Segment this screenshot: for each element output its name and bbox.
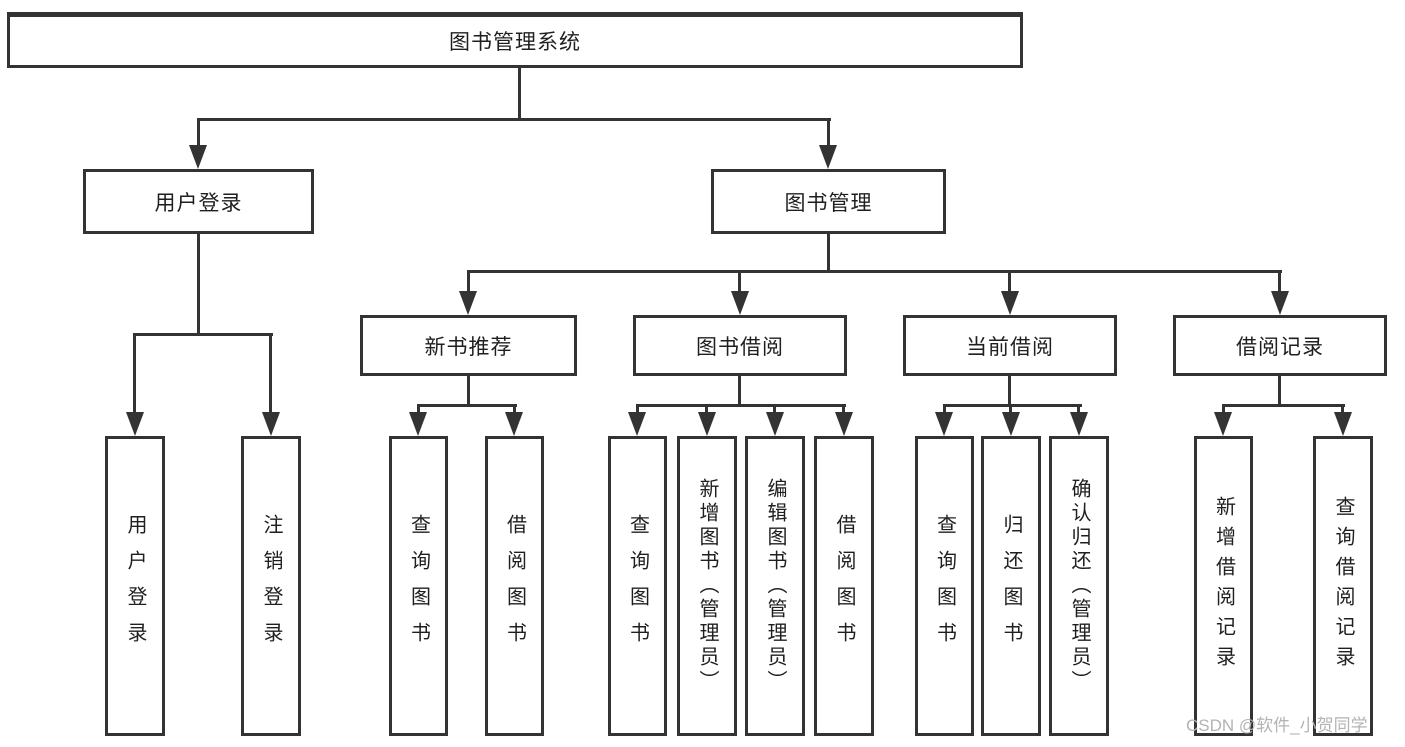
node-book-management-label: 图书管理	[784, 191, 873, 215]
connector-arrow-shaft	[943, 404, 946, 414]
connector-arrow-shaft	[705, 404, 708, 414]
connector-arrow-shaft	[842, 404, 845, 414]
arrow-down-icon	[835, 412, 853, 436]
leaf-borrow-edit-admin: 编辑图书（管理员）	[745, 436, 805, 736]
connector-arrow-shaft	[738, 270, 741, 292]
node-book-borrow-label: 图书借阅	[696, 335, 784, 359]
connector-arrow-shaft	[636, 404, 639, 414]
connector-root-stem	[518, 68, 521, 120]
connector-arrow-shaft	[1278, 270, 1281, 292]
arrow-down-icon	[935, 412, 953, 436]
arrow-down-icon	[1001, 291, 1019, 315]
leaf-borrow-edit-admin-label: 编辑图书（管理员）	[764, 478, 786, 694]
connector-arrow-shaft	[827, 118, 830, 148]
node-new-book-recommend-label: 新书推荐	[424, 335, 513, 359]
connector-level1-hline	[197, 118, 831, 121]
connector-arrow-shaft	[1341, 404, 1344, 414]
node-borrow-record-label: 借阅记录	[1236, 335, 1324, 359]
leaf-newbook-query: 查询图书	[389, 436, 448, 736]
leaf-newbook-borrow-label: 借阅图书	[503, 514, 526, 658]
leaf-record-query-label: 查询借阅记录	[1332, 496, 1354, 676]
arrow-down-icon	[731, 291, 749, 315]
connector-arrow-shaft	[467, 270, 470, 292]
leaf-borrow-borrow-label: 借阅图书	[833, 514, 855, 658]
connector-level3-hline	[467, 270, 1282, 273]
connector-arrow-shaft	[1077, 404, 1080, 414]
arrow-down-icon	[766, 412, 784, 436]
connector-groupD-hline	[1222, 404, 1345, 407]
node-current-borrow-label: 当前借阅	[966, 335, 1054, 359]
connector-groupC-hline	[943, 404, 1082, 407]
arrow-down-icon	[1271, 291, 1289, 315]
leaf-current-return-label: 归还图书	[1000, 514, 1022, 658]
arrow-down-icon	[628, 412, 646, 436]
arrow-down-icon	[126, 412, 144, 436]
csdn-watermark: CSDN @软件_小贺同学	[1186, 716, 1368, 735]
leaf-current-query-label: 查询图书	[933, 514, 956, 658]
arrow-down-icon	[698, 412, 716, 436]
node-user-login: 用户登录	[83, 169, 314, 234]
node-root: 图书管理系统	[7, 12, 1023, 68]
arrow-down-icon	[459, 291, 477, 315]
leaf-borrow-add-admin: 新增图书（管理员）	[677, 436, 737, 736]
leaf-logout: 注销登录	[241, 436, 301, 736]
connector-groupB-stem	[738, 376, 741, 406]
arrow-down-icon	[1070, 412, 1088, 436]
arrow-down-icon	[819, 145, 837, 169]
leaf-user-login-label: 用户登录	[124, 514, 146, 658]
node-book-borrow: 图书借阅	[633, 315, 847, 376]
leaf-logout-label: 注销登录	[260, 514, 282, 658]
leaf-newbook-borrow: 借阅图书	[485, 436, 544, 736]
connector-user-login-hline	[133, 333, 273, 336]
leaf-user-login: 用户登录	[105, 436, 165, 736]
connector-arrow-shaft	[1222, 404, 1225, 414]
connector-arrow-shaft	[1008, 270, 1011, 292]
connector-arrow-shaft	[133, 333, 136, 413]
leaf-current-return: 归还图书	[981, 436, 1041, 736]
node-root-label: 图书管理系统	[449, 31, 581, 54]
leaf-current-confirm-admin: 确认归还（管理员）	[1049, 436, 1109, 736]
node-borrow-record: 借阅记录	[1173, 315, 1387, 376]
leaf-record-query: 查询借阅记录	[1313, 436, 1373, 736]
arrow-down-icon	[1002, 412, 1020, 436]
connector-arrow-shaft	[1009, 404, 1012, 414]
connector-groupA-stem	[467, 376, 470, 406]
leaf-borrow-query-label: 查询图书	[626, 514, 649, 658]
connector-arrow-shaft	[513, 404, 516, 414]
connector-groupD-stem	[1278, 376, 1281, 406]
node-current-borrow: 当前借阅	[903, 315, 1117, 376]
node-book-management: 图书管理	[711, 169, 946, 234]
arrow-down-icon	[1334, 412, 1352, 436]
connector-arrow-shaft	[773, 404, 776, 414]
leaf-current-confirm-admin-label: 确认归还（管理员）	[1068, 478, 1090, 694]
leaf-borrow-borrow: 借阅图书	[814, 436, 874, 736]
arrow-down-icon	[409, 412, 427, 436]
connector-groupA-hline	[417, 404, 517, 407]
leaf-borrow-query: 查询图书	[608, 436, 667, 736]
node-new-book-recommend: 新书推荐	[360, 315, 577, 376]
arrow-down-icon	[505, 412, 523, 436]
node-user-login-label: 用户登录	[154, 191, 243, 215]
connector-groupC-stem	[1008, 376, 1011, 406]
arrow-down-icon	[1214, 412, 1232, 436]
leaf-record-add-label: 新增借阅记录	[1212, 496, 1235, 676]
connector-arrow-shaft	[269, 333, 272, 413]
connector-user-login-stem	[197, 234, 200, 336]
leaf-newbook-query-label: 查询图书	[407, 514, 430, 658]
leaf-current-query: 查询图书	[915, 436, 974, 736]
connector-groupB-hline	[636, 404, 846, 407]
connector-book-mgmt-stem	[827, 234, 830, 272]
connector-arrow-shaft	[417, 404, 420, 414]
leaf-borrow-add-admin-label: 新增图书（管理员）	[696, 478, 718, 694]
leaf-record-add: 新增借阅记录	[1194, 436, 1253, 736]
connector-arrow-shaft	[197, 118, 200, 148]
arrow-down-icon	[189, 145, 207, 169]
arrow-down-icon	[262, 412, 280, 436]
